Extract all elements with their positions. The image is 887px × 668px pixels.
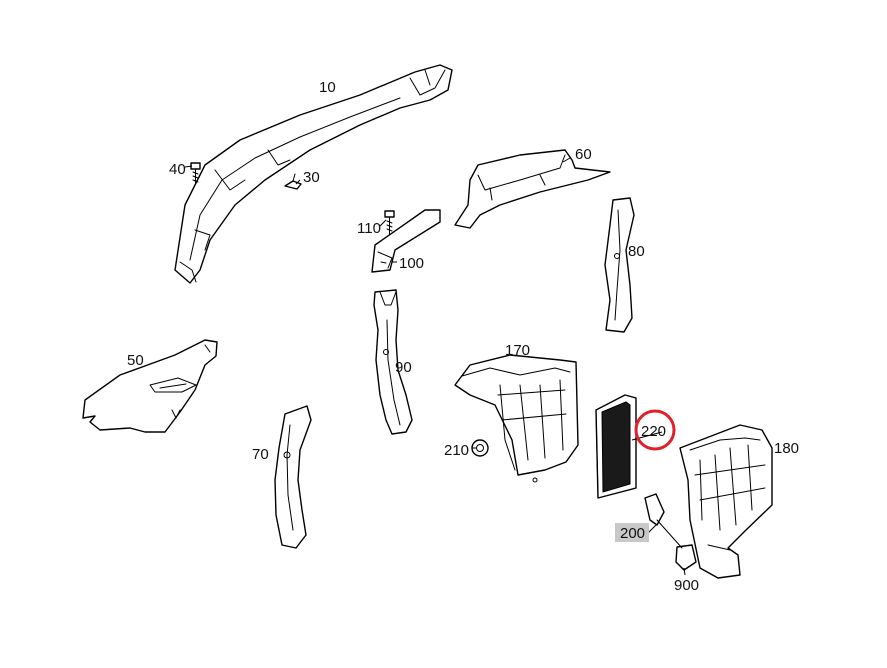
callout-170: 170 — [505, 342, 530, 359]
callout-70: 70 — [252, 446, 269, 463]
callout-40: 40 — [169, 161, 186, 178]
part-90-tube[interactable] — [373, 289, 413, 435]
part-180-housing[interactable] — [679, 424, 773, 579]
part-40-bolt[interactable] — [190, 162, 201, 185]
part-110-bolt[interactable] — [384, 210, 395, 235]
callout-200: 200 — [620, 525, 645, 542]
callout-210: 210 — [444, 442, 469, 459]
callout-90: 90 — [395, 359, 412, 376]
callout-110: 110 — [357, 220, 381, 237]
callout-100: 100 — [399, 255, 424, 272]
part-60-duct[interactable] — [454, 149, 611, 229]
part-100-bracket[interactable] — [371, 209, 441, 273]
highlight-box-200 — [615, 523, 649, 542]
callout-180: 180 — [774, 440, 799, 457]
part-220-filter[interactable] — [595, 394, 637, 499]
part-900-connector[interactable] — [644, 493, 697, 571]
part-80-duct[interactable] — [604, 197, 635, 333]
part-70-duct[interactable] — [274, 405, 312, 549]
callout-80: 80 — [628, 243, 645, 260]
callout-220: 220 — [641, 423, 666, 440]
callout-60: 60 — [575, 146, 592, 163]
part-50-panel[interactable] — [82, 339, 218, 433]
callout-10: 10 — [319, 79, 336, 96]
callout-30: 30 — [303, 169, 320, 186]
callout-900: 900 — [674, 577, 699, 594]
callout-50: 50 — [127, 352, 144, 369]
part-10-upper-panel[interactable] — [174, 64, 453, 284]
part-170-housing[interactable] — [454, 354, 579, 483]
highlight-ring-220 — [634, 409, 676, 451]
